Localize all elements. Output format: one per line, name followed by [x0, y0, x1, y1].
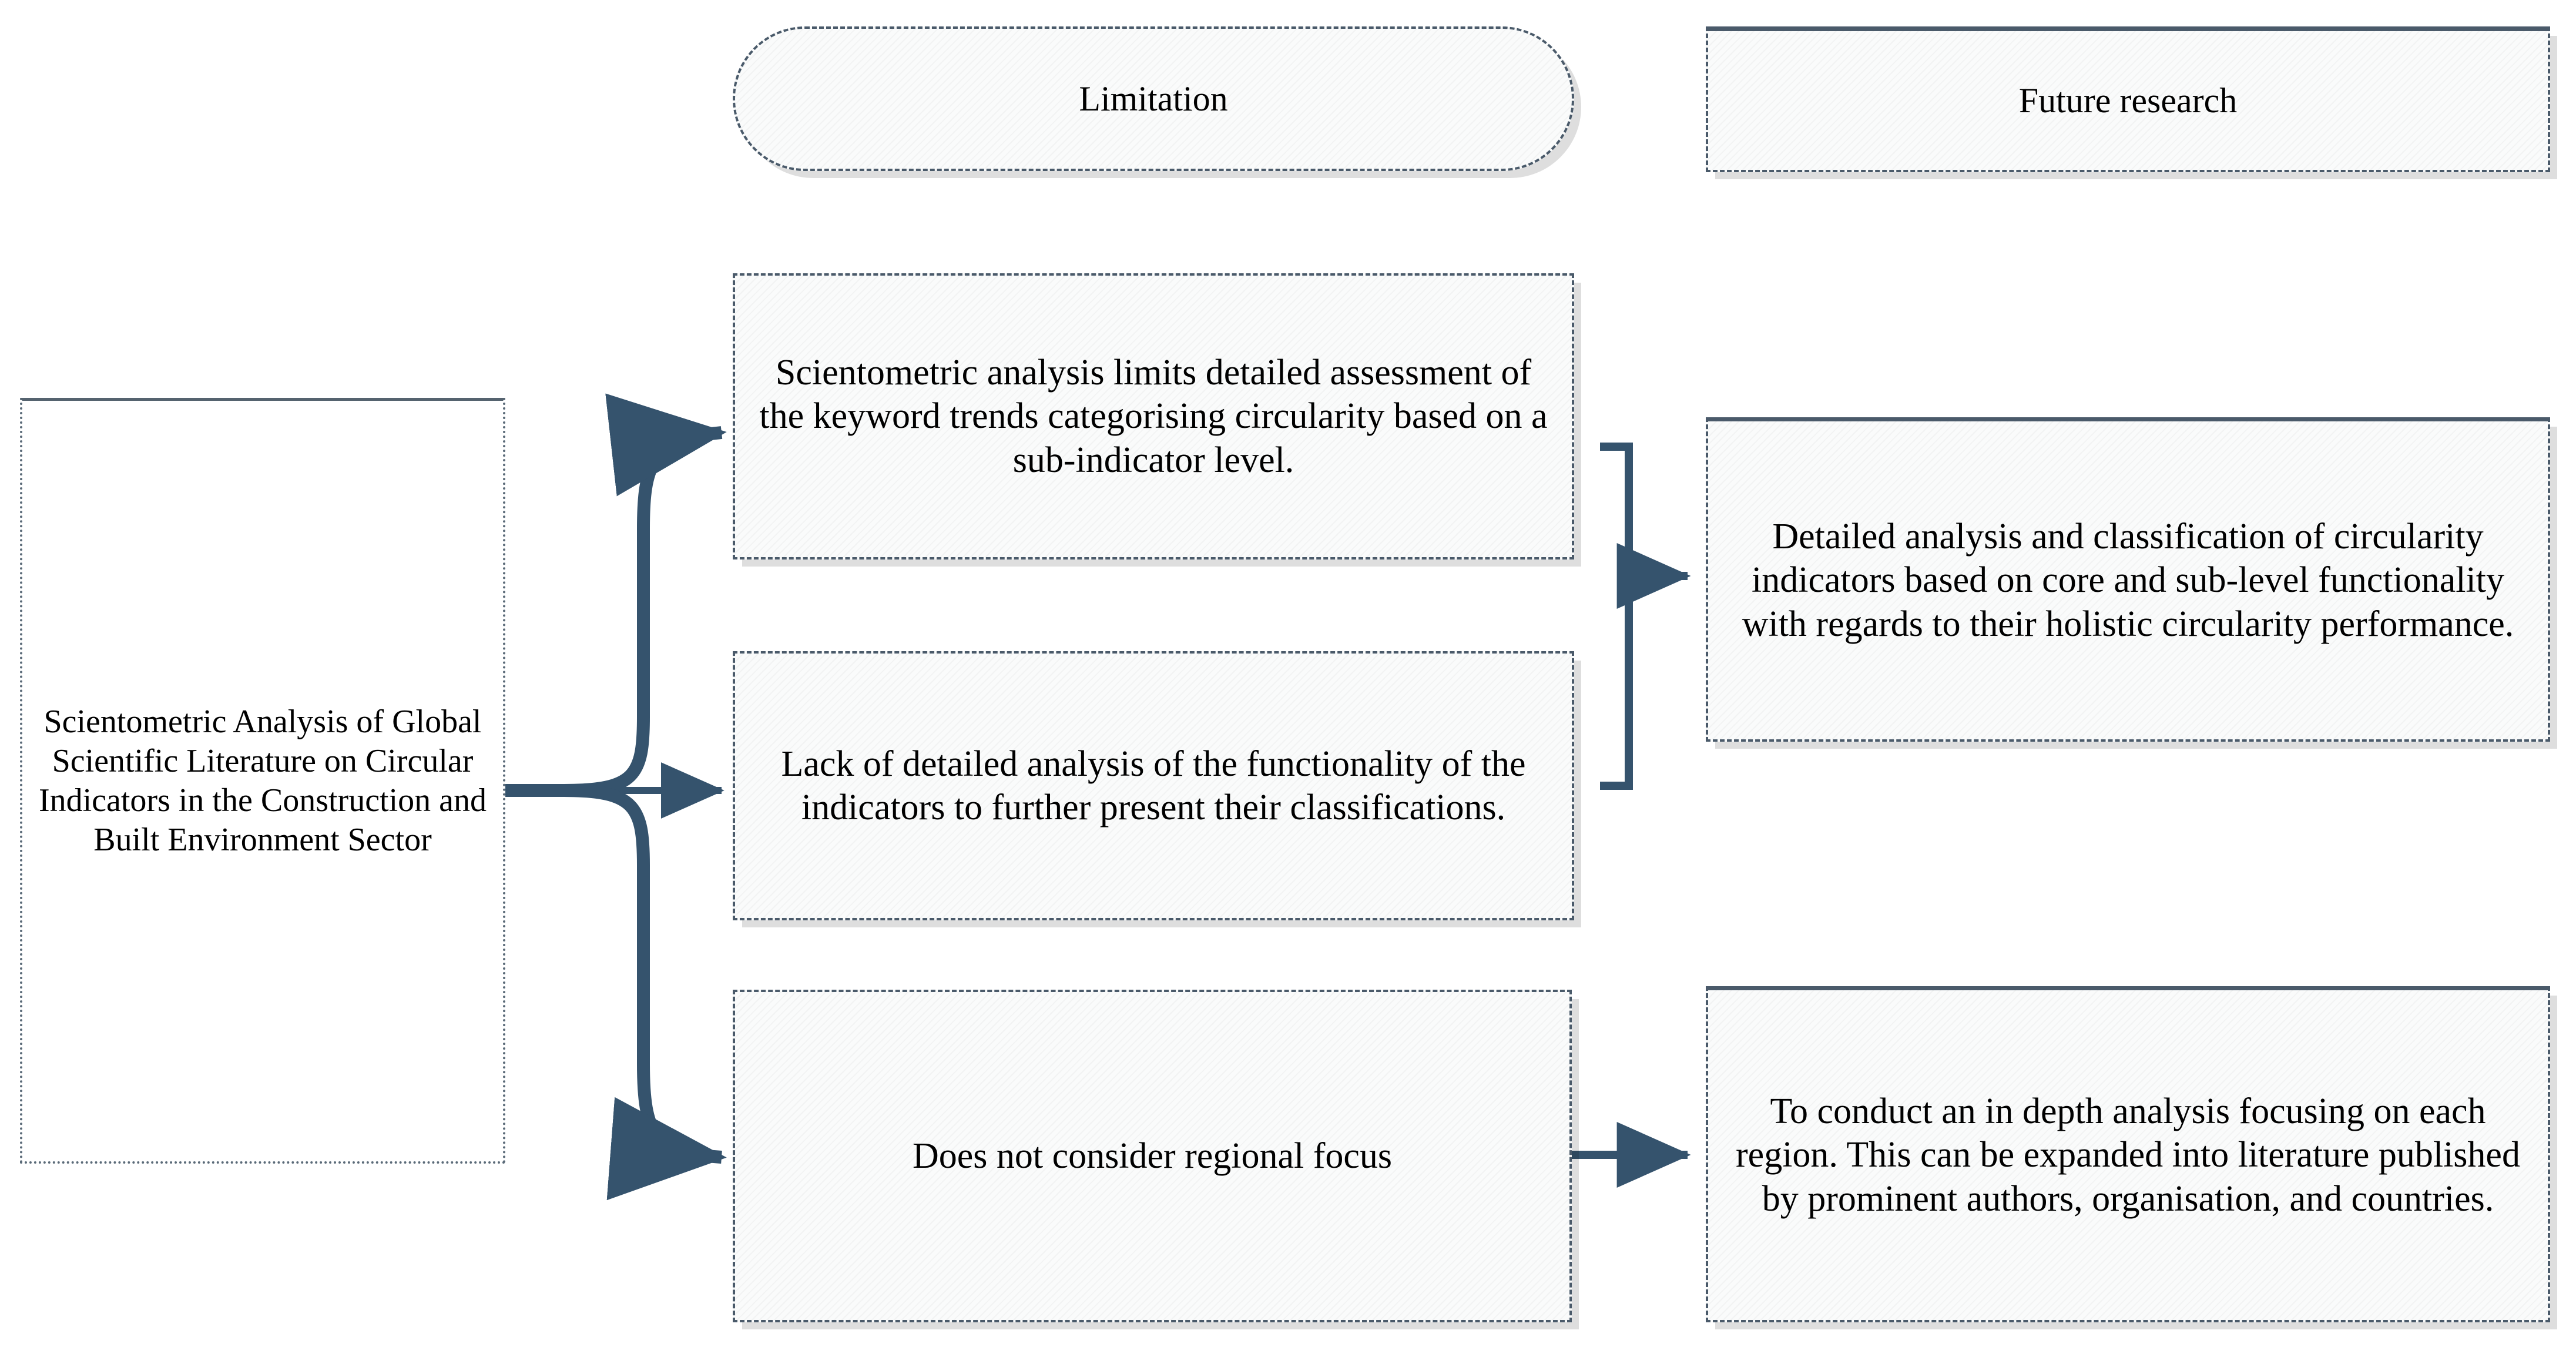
future-research-2-label: To conduct an in depth analysis focusing… [1736, 1091, 2520, 1219]
connector-anchor-to-limitation-3 [505, 784, 727, 1201]
header-future-research-label: Future research [2018, 81, 2238, 120]
connector-limitation-2-to-bracket [1600, 576, 1633, 790]
future-research-box-1: Detailed analysis and classification of … [1706, 417, 2550, 742]
future-research-1-label: Detailed analysis and classification of … [1742, 516, 2514, 644]
future-research-box-2: To conduct an in depth analysis focusing… [1706, 986, 2550, 1322]
limitation-2-label: Lack of detailed analysis of the functio… [781, 743, 1526, 827]
header-future-research: Future research [1706, 26, 2550, 172]
limitation-box-2: Lack of detailed analysis of the functio… [733, 651, 1574, 920]
header-limitation: Limitation [733, 26, 1574, 171]
limitation-1-label: Scientometric analysis limits detailed a… [759, 352, 1548, 480]
header-limitation-label: Limitation [1079, 79, 1228, 118]
connector-anchor-to-limitation-1 [505, 393, 727, 797]
limitation-box-3: Does not consider regional focus [733, 990, 1572, 1322]
connector-limitation-1-to-bracket [1600, 443, 1633, 576]
study-title-label: Scientometric Analysis of Global Scienti… [38, 703, 487, 859]
study-title-box: Scientometric Analysis of Global Scienti… [20, 398, 505, 1164]
limitation-box-1: Scientometric analysis limits detailed a… [733, 273, 1574, 559]
limitation-3-label: Does not consider regional focus [912, 1135, 1393, 1176]
